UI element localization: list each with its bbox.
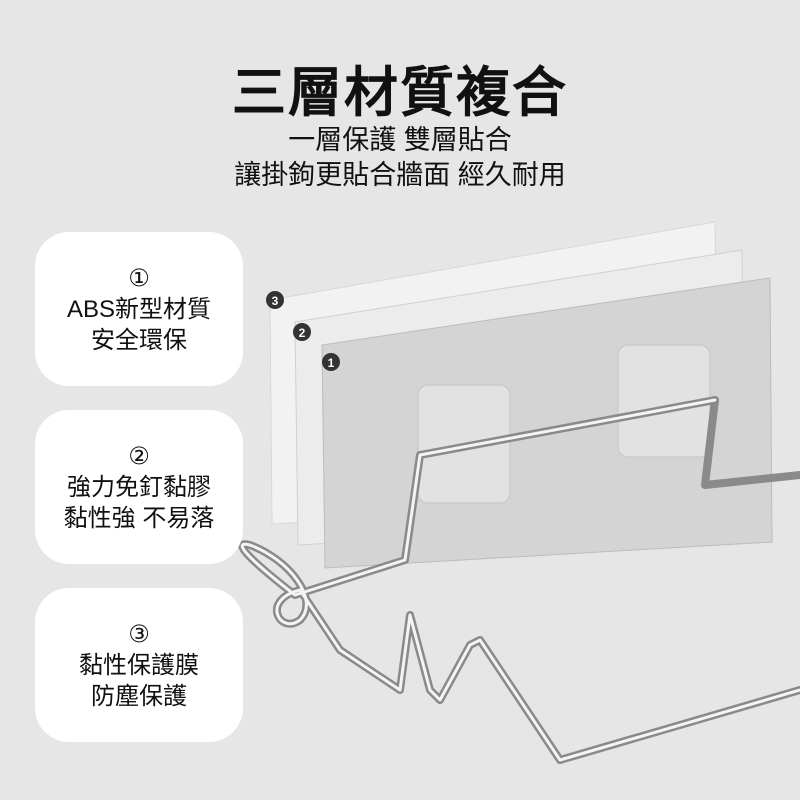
svg-text:1: 1 [328, 356, 335, 370]
card-line: 強力免釘黏膠 [67, 473, 211, 501]
feature-card-film: ③ 黏性保護膜 防塵保護 [35, 588, 243, 742]
card-number: ② [128, 442, 150, 470]
layer-marker-3-icon: 3 [266, 291, 284, 309]
feature-card-abs: ① ABS新型材質 安全環保 [35, 232, 243, 386]
card-line: ABS新型材質 [66, 295, 212, 323]
subtitle: 讓掛鉤更貼合牆面 經久耐用 [234, 160, 566, 190]
layer-marker-2-icon: 2 [293, 323, 311, 341]
svg-text:2: 2 [299, 326, 306, 340]
card-line: 防塵保護 [91, 682, 187, 710]
layer-marker-1-icon: 1 [322, 353, 340, 371]
card-number: ③ [128, 620, 150, 648]
metal-rack [238, 396, 800, 764]
card-line: 安全環保 [91, 326, 187, 354]
page-title: 三層材質複合 [232, 63, 568, 123]
feature-card-adhesive: ② 強力免釘黏膠 黏性強 不易落 [35, 410, 243, 564]
card-line: 黏性保護膜 [79, 651, 199, 679]
svg-text:3: 3 [272, 294, 279, 308]
card-line: 黏性強 不易落 [63, 504, 215, 532]
subtitle: 一層保護 雙層貼合 [288, 125, 512, 155]
card-number: ① [128, 264, 150, 292]
